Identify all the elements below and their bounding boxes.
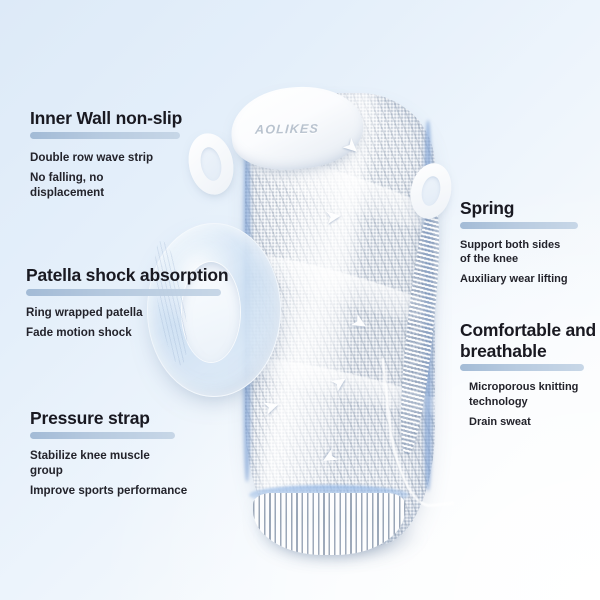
callout-lines: Microporous knitting technology Drain sw…: [469, 380, 600, 429]
accent-underline: [26, 288, 221, 296]
patella-ring-opening: [182, 262, 240, 362]
accent-underline: [460, 364, 584, 372]
accent-underline: [460, 221, 578, 229]
callout-lines: Support both sides of the knee Auxiliary…: [460, 238, 600, 287]
callout-pressure-strap: Pressure strap Stabilize knee muscle gro…: [30, 408, 245, 499]
callout-line: Double row wave strip: [30, 150, 154, 164]
callout-line: Stabilize knee muscle group: [30, 448, 150, 478]
callout-comfortable-breathable: Comfortable and breathable Microporous k…: [460, 320, 600, 429]
callout-heading: Comfortable and breathable: [460, 320, 597, 361]
accent-underline: [30, 131, 180, 139]
callout-line: Auxiliary wear lifting: [460, 272, 568, 285]
callout-heading: Pressure strap: [30, 408, 150, 428]
callout-heading: Patella shock absorption: [26, 265, 229, 285]
brand-logo: AOLIKES: [254, 121, 320, 137]
callout-lines: Stabilize knee muscle group Improve spor…: [30, 448, 245, 499]
callout-line: Microporous knitting technology: [469, 381, 579, 408]
product-image: AOLIKES ➤ ➤ ➤ ➤ ➤ ➤: [147, 55, 457, 569]
callout-inner-wall: Inner Wall non-slip Double row wave stri…: [30, 108, 235, 201]
callout-line: Fade motion shock: [26, 326, 132, 340]
callout-spring: Spring Support both sides of the knee Au…: [460, 198, 600, 287]
callout-line: Drain sweat: [469, 415, 531, 428]
callout-line: No falling, no displacement: [30, 171, 105, 200]
callout-patella: Patella shock absorption Ring wrapped pa…: [26, 265, 251, 340]
callout-lines: Ring wrapped patella Fade motion shock: [26, 305, 251, 341]
callout-heading: Spring: [460, 198, 515, 218]
pull-tab-hole: [419, 174, 443, 208]
callout-heading: Inner Wall non-slip: [30, 108, 183, 128]
callout-lines: Double row wave strip No falling, no dis…: [30, 150, 235, 201]
accent-underline: [30, 431, 175, 439]
callout-line: Support both sides of the knee: [460, 238, 561, 266]
callout-line: Improve sports performance: [30, 484, 188, 498]
chevron-icon: ➤: [323, 204, 344, 230]
ribbed-cuff: [253, 493, 405, 555]
callout-line: Ring wrapped patella: [26, 305, 143, 319]
silicone-patella-ring: [147, 223, 281, 397]
